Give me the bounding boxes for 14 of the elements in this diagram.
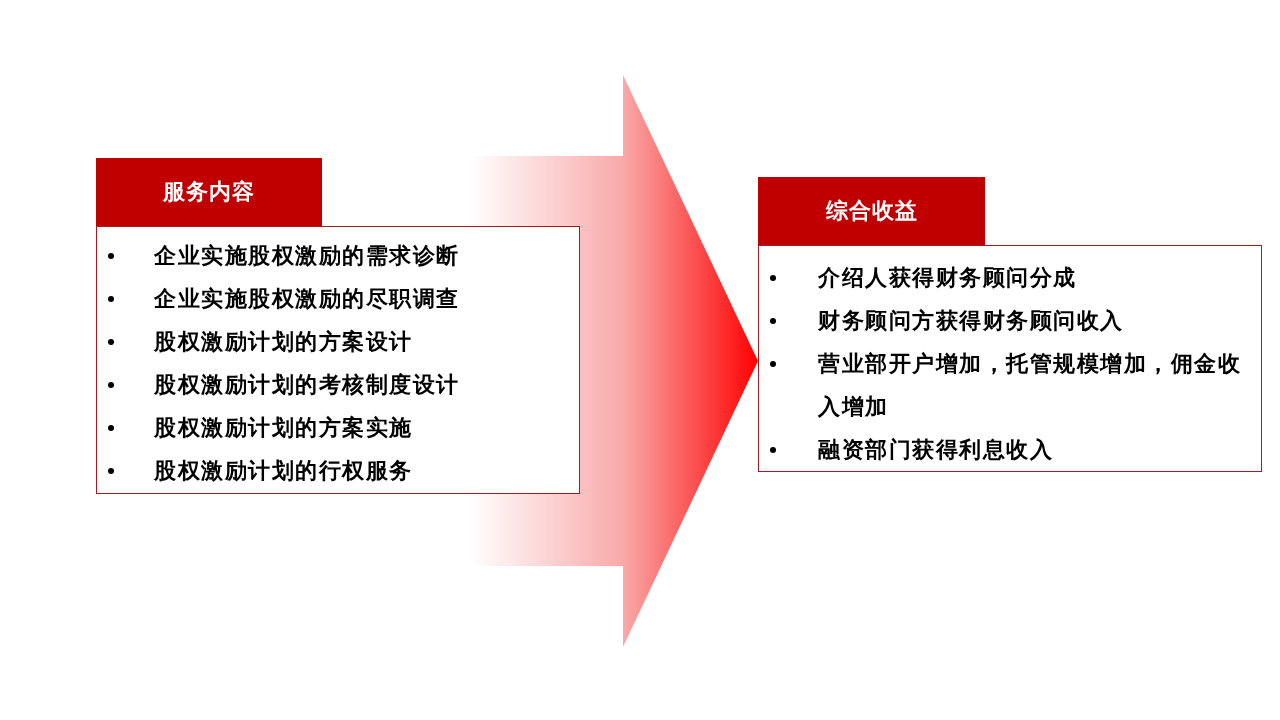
list-box (96, 226, 580, 494)
list-box (758, 245, 1262, 472)
list-item: 股权激励计划的考核制度设计 (154, 371, 460, 399)
heading-tab: 服务内容 (96, 158, 322, 226)
list-item: 介绍人获得财务顾问分成 (818, 264, 1077, 292)
list-item: 企业实施股权激励的需求诊断 (154, 242, 460, 270)
list-item: 股权激励计划的方案实施 (154, 414, 413, 442)
list-item: 财务顾问方获得财务顾问收入 (818, 307, 1124, 335)
list-item: 股权激励计划的方案设计 (154, 328, 413, 356)
heading-tab: 综合收益 (758, 177, 985, 245)
list-item: 营业部开户增加，托管规模增加，佣金收入增加 (818, 350, 1242, 421)
list-item: 股权激励计划的行权服务 (154, 457, 413, 485)
list-item: 企业实施股权激励的尽职调查 (154, 285, 460, 313)
list-item: 融资部门获得利息收入 (818, 436, 1053, 464)
